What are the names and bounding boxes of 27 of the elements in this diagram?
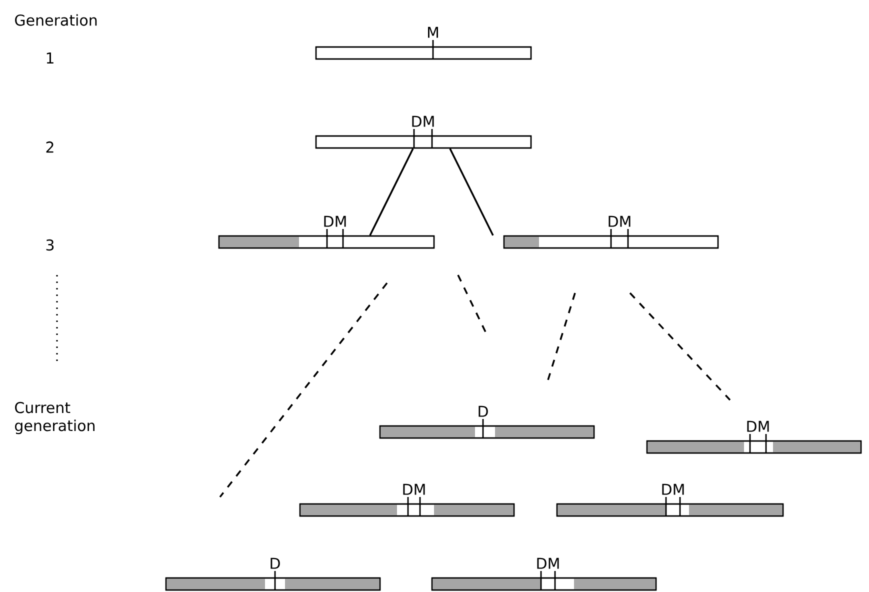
chromosome-bar: DM bbox=[315, 116, 532, 149]
chromosome-bar: DM bbox=[556, 484, 784, 517]
row-label: 1 bbox=[46, 52, 54, 64]
chromosome-bar: DM bbox=[646, 420, 862, 454]
node-label: D bbox=[270, 558, 280, 569]
node-label: DM bbox=[412, 116, 434, 127]
node-label: DM bbox=[324, 216, 346, 227]
chromosome-bar: DM bbox=[431, 558, 657, 591]
row-label: Generation bbox=[15, 14, 97, 26]
row-label: 2 bbox=[46, 141, 54, 153]
node-label: DM bbox=[608, 216, 630, 227]
row-label: 3 bbox=[46, 239, 54, 251]
node-label: DM bbox=[403, 484, 425, 495]
chromosome-bar: DM bbox=[299, 484, 515, 517]
node-label: DM bbox=[662, 484, 684, 495]
chromosome-bar: DM bbox=[218, 216, 435, 249]
chromosome-bar: D bbox=[379, 406, 595, 439]
chromosome-bar: DM bbox=[503, 216, 719, 249]
chromosome-bar: D bbox=[165, 558, 381, 591]
chromosome-bar: M bbox=[315, 26, 532, 60]
line bbox=[369, 148, 414, 236]
node-label: DM bbox=[747, 420, 769, 432]
line bbox=[449, 148, 494, 236]
node-label: M bbox=[428, 26, 438, 38]
node-label: DM bbox=[537, 558, 559, 569]
node-label: D bbox=[478, 406, 488, 417]
row-label: Current generation bbox=[15, 402, 94, 434]
